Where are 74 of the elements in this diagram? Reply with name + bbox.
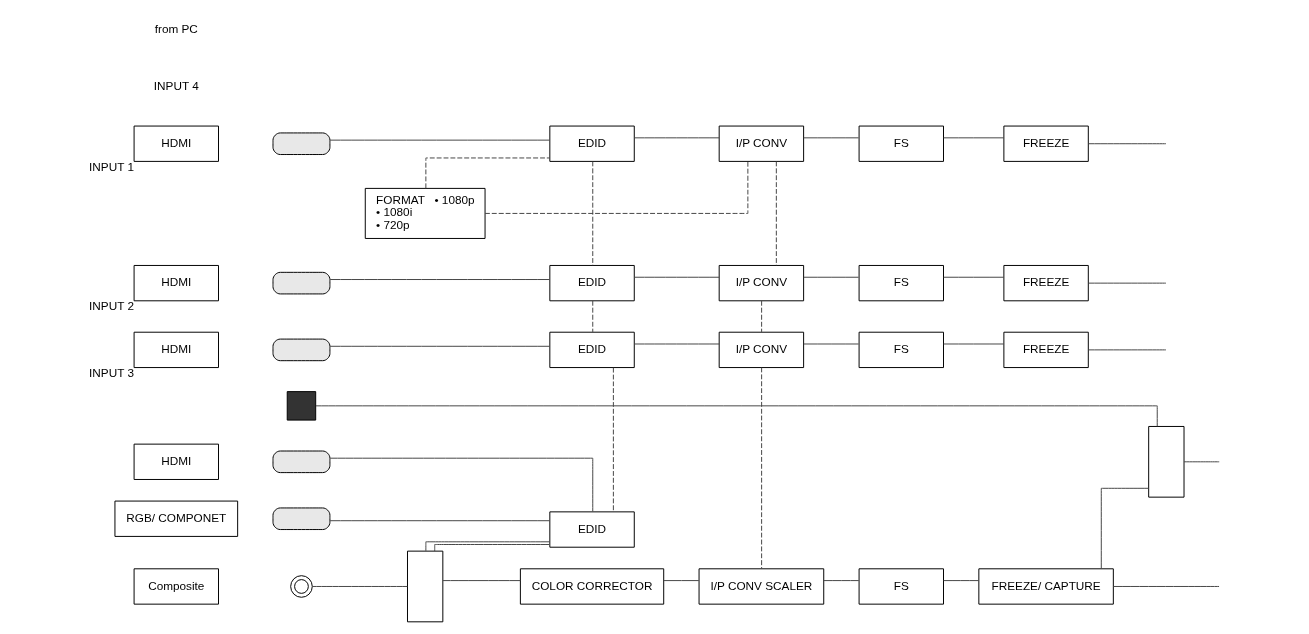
connector [1088,143,1167,145]
node-box: I/P CONV SCALER [698,568,825,605]
node-label: INPUT 1 [89,159,134,173]
node-label: INPUT 2 [89,299,134,313]
connector [943,137,1005,139]
connector [329,345,551,347]
connector [434,544,550,552]
node-box: FREEZE [1003,264,1089,302]
node-port [286,391,317,421]
node-box [1148,425,1185,498]
connector [803,343,860,345]
connector [612,367,614,513]
node-port [272,132,331,155]
connector [592,161,594,266]
connector [803,276,860,278]
node-box: I/P CONV [718,264,805,302]
connector [592,300,594,333]
node-box: EDID [549,511,635,548]
connector [1113,586,1220,587]
connector [425,157,551,189]
connector [1183,461,1220,463]
connector [329,139,551,141]
connector [484,161,749,214]
node-box: Composite [133,568,219,605]
node-port [272,338,331,362]
connector [329,520,551,522]
node-box [407,550,444,623]
node-box: COLOR CORRECTOR [519,568,665,605]
node-box: HDMI [133,443,219,480]
connector [315,405,1158,427]
node-port [272,450,331,474]
connector [442,580,521,582]
connector [1100,487,1150,569]
connector [761,367,763,569]
label: INPUT 4 [153,78,199,92]
node-box: I/P CONV [718,125,805,162]
node-port [272,271,331,295]
connector [425,541,551,552]
node-box: EDID [549,331,635,369]
node-box: FS [858,125,944,162]
node-box: FS [858,264,944,302]
node-box: EDID [549,264,635,302]
connector [823,580,860,582]
label: from PC [154,21,198,35]
connector [1088,349,1167,351]
node-box: HDMI [133,125,219,162]
node-label: INPUT 3 [89,365,134,379]
node-port [272,507,331,531]
connector [633,137,720,139]
node-circle [290,575,313,598]
connector [761,300,763,333]
connector [803,137,860,139]
node-box: HDMI [133,264,219,302]
connector [775,161,777,266]
node-box: FREEZE [1003,125,1089,162]
connector [1088,282,1167,284]
node-box: FREEZE/ CAPTURE [978,568,1114,605]
node-box: FREEZE [1003,331,1089,369]
node-box: FS [858,331,944,369]
connector [663,580,700,582]
connector [329,457,594,513]
connector [633,343,720,345]
connector [943,343,1005,345]
connector [329,279,551,280]
node-box: FS [858,568,944,605]
connector [311,586,408,587]
node-box: I/P CONV [718,331,805,369]
node-box: HDMI [133,331,219,369]
node-box: FORMAT • 1080p • 1080i • 720p [364,187,486,239]
connector [943,276,1005,278]
connector [633,276,720,278]
node-box: EDID [549,125,635,162]
connector [943,580,980,582]
node-box: RGB/ COMPONET [114,500,239,537]
